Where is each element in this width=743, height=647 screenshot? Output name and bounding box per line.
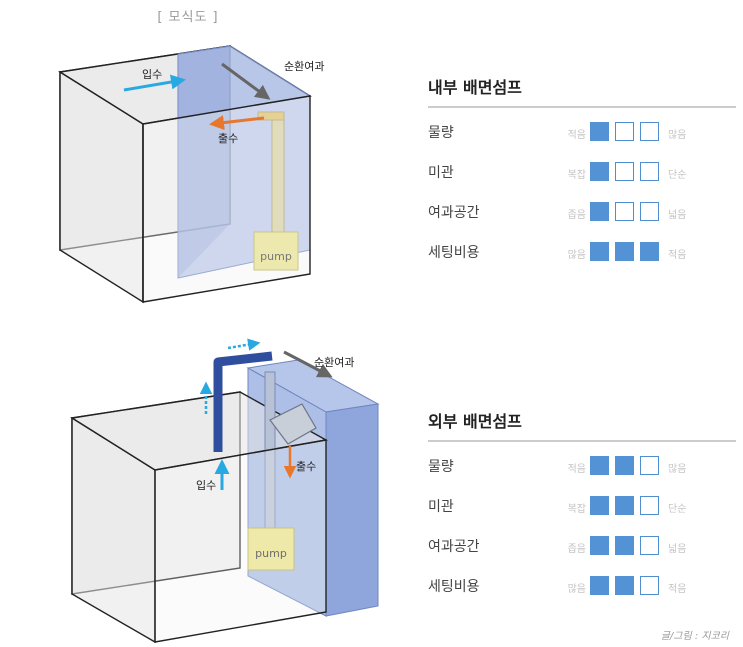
- rating-box: [590, 456, 609, 475]
- credit: 글/그림 : 지코리: [660, 631, 729, 642]
- criterion-label: 물량: [428, 125, 454, 141]
- tank-2: [70, 391, 329, 644]
- criterion-label: 여과공간: [428, 205, 480, 221]
- rating-box: [615, 242, 634, 261]
- rating-box: [590, 122, 609, 141]
- scale-high-label: 단순: [668, 170, 687, 181]
- return-pipe-2: [213, 351, 273, 452]
- scale-low-label: 적음: [567, 464, 586, 475]
- scale-high-label: 넓음: [668, 544, 687, 555]
- rating-row: 여과공간 좁음 넓음: [428, 536, 736, 576]
- pump: [253, 231, 299, 271]
- rating-box: [590, 576, 609, 595]
- panel-title: 외부 배면섬프: [428, 412, 522, 431]
- rating-box: [640, 122, 659, 141]
- rating-box: [640, 576, 659, 595]
- scale-low-label: 좁음: [567, 544, 586, 555]
- rating-box: [615, 576, 634, 595]
- pump-label: pump: [260, 250, 292, 263]
- circulation-label-2: 순환여과: [314, 356, 354, 369]
- rating-box: [590, 536, 609, 555]
- rating-box: [615, 496, 634, 515]
- scale-high-label: 단순: [668, 504, 687, 515]
- outflow-label-2: 출수: [296, 460, 316, 473]
- circulation-arrow: [221, 62, 271, 100]
- outflow-label: 출수: [218, 132, 238, 145]
- criterion-label: 세팅비용: [428, 245, 480, 261]
- rating-box: [590, 162, 609, 181]
- rating-box: [590, 496, 609, 515]
- scale-high-label: 적음: [668, 584, 687, 595]
- rating-box: [590, 242, 609, 261]
- inflow-label: 입수: [142, 68, 162, 81]
- criterion-label: 물량: [428, 459, 454, 475]
- internal-sump-diagram: pump 입수 순환여과 출수: [58, 45, 324, 304]
- inflow-arrow: [123, 74, 186, 92]
- inflow-label-2: 입수: [196, 479, 216, 492]
- scale-high-label: 넓음: [668, 210, 687, 221]
- rating-box: [615, 536, 634, 555]
- circulation-arrow-2: [283, 350, 333, 378]
- criterion-label: 세팅비용: [428, 579, 480, 595]
- rating-box: [615, 202, 634, 221]
- scale-low-label: 복잡: [567, 170, 586, 181]
- rating-box: [640, 536, 659, 555]
- criterion-label: 여과공간: [428, 539, 480, 555]
- rating-box: [615, 162, 634, 181]
- rating-box: [615, 456, 634, 475]
- criterion-label: 미관: [428, 165, 454, 181]
- rating-box: [640, 162, 659, 181]
- rating-box: [590, 202, 609, 221]
- rating-box: [640, 242, 659, 261]
- rating-box: [640, 496, 659, 515]
- rating-row: 미관 복잡 단순: [428, 496, 736, 536]
- panel-title: 내부 배면섬프: [428, 78, 522, 97]
- circulation-label: 순환여과: [284, 60, 324, 73]
- criterion-label: 미관: [428, 499, 454, 515]
- rating-row: 세팅비용 많음 적음: [428, 576, 736, 616]
- scale-high-label: 적음: [668, 250, 687, 261]
- rating-box: [640, 456, 659, 475]
- outflow-arrow: [209, 115, 265, 131]
- scale-low-label: 많음: [567, 584, 586, 595]
- scale-low-label: 적음: [567, 130, 586, 141]
- rating-box: [640, 202, 659, 221]
- scale-low-label: 좁음: [567, 210, 586, 221]
- rating-row: 물량 적음 많음: [428, 456, 736, 496]
- diagram-title: [ 모식도 ]: [157, 10, 219, 25]
- scale-high-label: 많음: [668, 464, 687, 475]
- divider: [428, 106, 736, 108]
- rating-row: 물량 적음 많음: [428, 122, 736, 162]
- divider: [428, 440, 736, 442]
- scale-low-label: 많음: [567, 250, 586, 261]
- rating-box: [615, 122, 634, 141]
- rating-row: 미관 복잡 단순: [428, 162, 736, 202]
- external-sump-diagram: pump 입수 순환여과 출수: [70, 338, 380, 644]
- pump-label-2: pump: [255, 547, 287, 560]
- scale-low-label: 복잡: [567, 504, 586, 515]
- pump-2: [247, 527, 295, 571]
- scale-high-label: 많음: [668, 130, 687, 141]
- rating-row: 세팅비용 많음 적음: [428, 242, 736, 282]
- rating-row: 여과공간 좁음 넓음: [428, 202, 736, 242]
- overflow-box: [269, 403, 317, 445]
